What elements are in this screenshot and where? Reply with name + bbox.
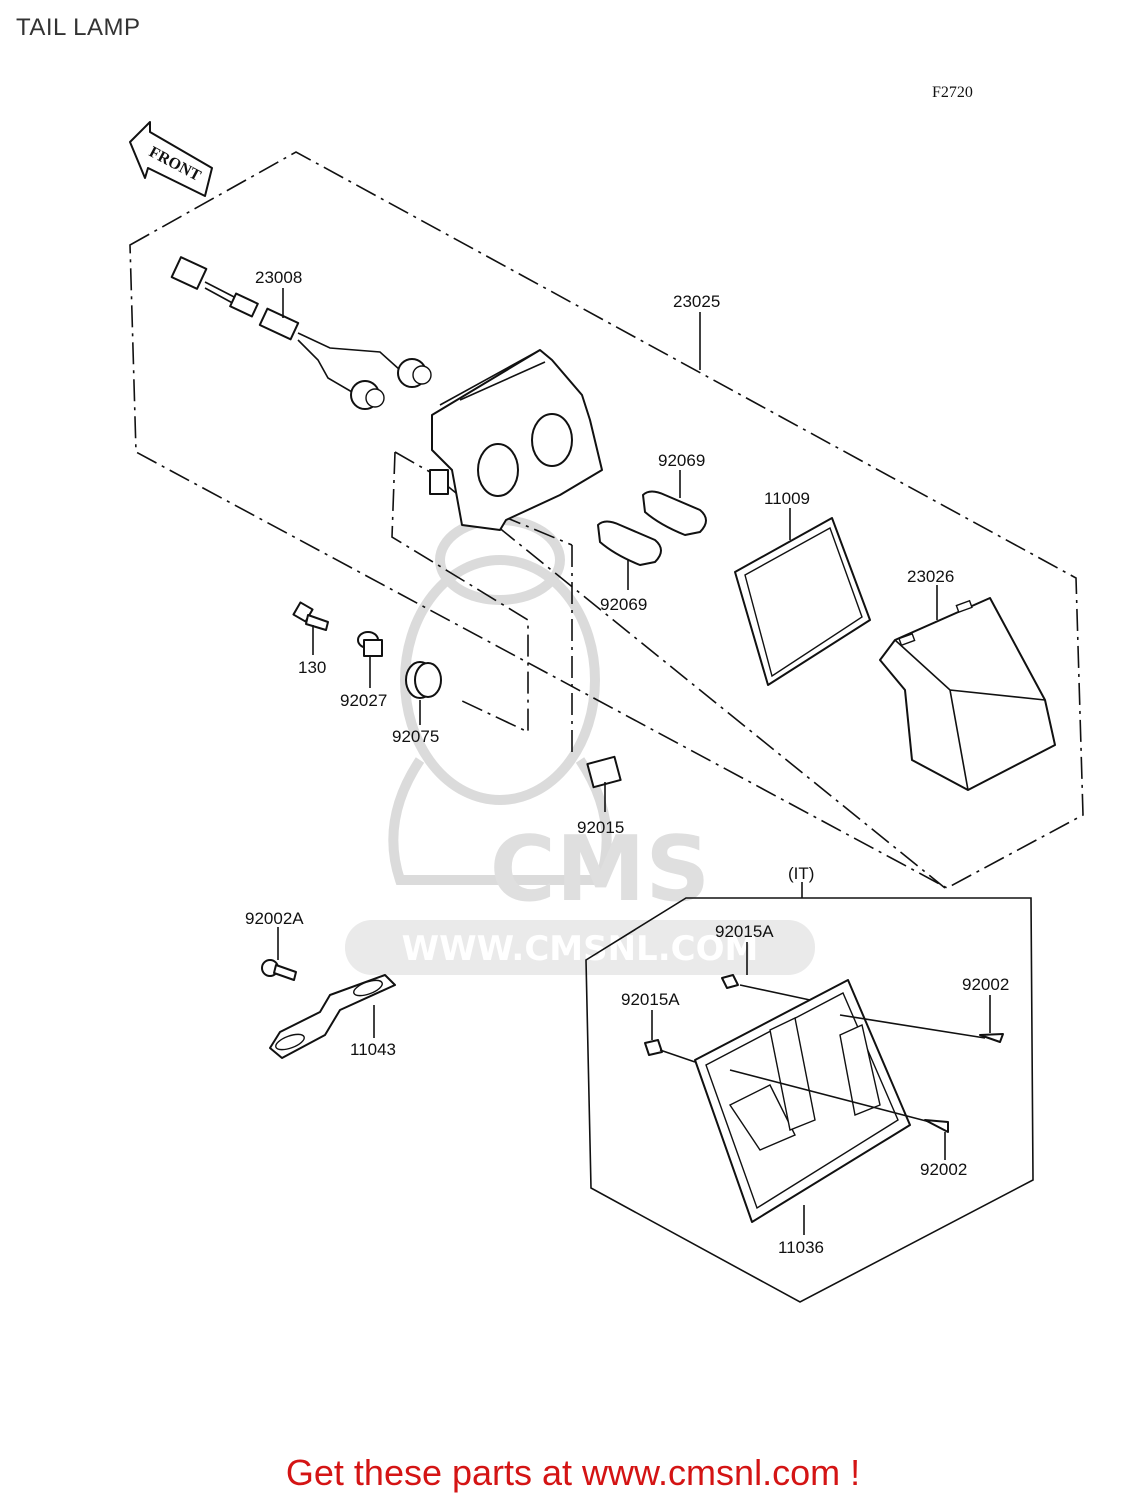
- license-bracket-11036: [694, 979, 911, 1223]
- subassembly-outline: [391, 451, 529, 734]
- label-92015A-top: 92015A: [715, 922, 774, 941]
- nut-92015A-left: [644, 1039, 663, 1056]
- tail-lamp-housing: [429, 349, 603, 531]
- screw-92002-right: [979, 1033, 1004, 1043]
- label-92015: 92015: [577, 818, 624, 837]
- label-23026: 23026: [907, 567, 954, 586]
- bolt-92002A: [261, 959, 297, 981]
- label-92075: 92075: [392, 727, 439, 746]
- nut-92015: [586, 755, 622, 789]
- label-23008: 23008: [255, 268, 302, 287]
- variant-outline-it: [585, 897, 1034, 1303]
- watermark-logo-text: CMS: [490, 817, 710, 922]
- screw-130: [292, 601, 329, 631]
- front-direction-arrow: FRONT: [129, 121, 213, 197]
- screw-92002-bottom: [924, 1119, 949, 1133]
- page-title: TAIL LAMP: [16, 14, 141, 41]
- bracket-11043: [269, 974, 396, 1059]
- grommet-92075: [405, 661, 442, 699]
- label-11036: 11036: [778, 1238, 824, 1257]
- collar-92027: [357, 631, 383, 657]
- nut-92015A-top: [721, 974, 739, 989]
- lens-23026: [879, 597, 1056, 791]
- bulb-92069-a: [642, 490, 707, 536]
- bulb-92069-b: [597, 520, 662, 566]
- label-11043: 11043: [350, 1040, 396, 1059]
- label-92069-bottom: 92069: [600, 595, 647, 614]
- figure-code: F2720: [932, 84, 973, 101]
- assembly-outline-23025: [129, 151, 1084, 889]
- label-92002-bottom: 92002: [920, 1160, 967, 1179]
- label-variant-it: (IT): [788, 864, 814, 883]
- watermark-url: WWW.CMSNL.COM: [402, 929, 759, 969]
- label-130: 130: [298, 658, 326, 677]
- label-23025: 23025: [673, 292, 720, 311]
- label-11009: 11009: [764, 489, 810, 508]
- footer-link[interactable]: Get these parts at www.cmsnl.com !: [285, 1452, 861, 1493]
- label-92002-right: 92002: [962, 975, 1009, 994]
- label-92015A-left: 92015A: [621, 990, 680, 1009]
- label-92002A: 92002A: [245, 909, 304, 928]
- label-92027: 92027: [340, 691, 387, 710]
- label-92069-top: 92069: [658, 451, 705, 470]
